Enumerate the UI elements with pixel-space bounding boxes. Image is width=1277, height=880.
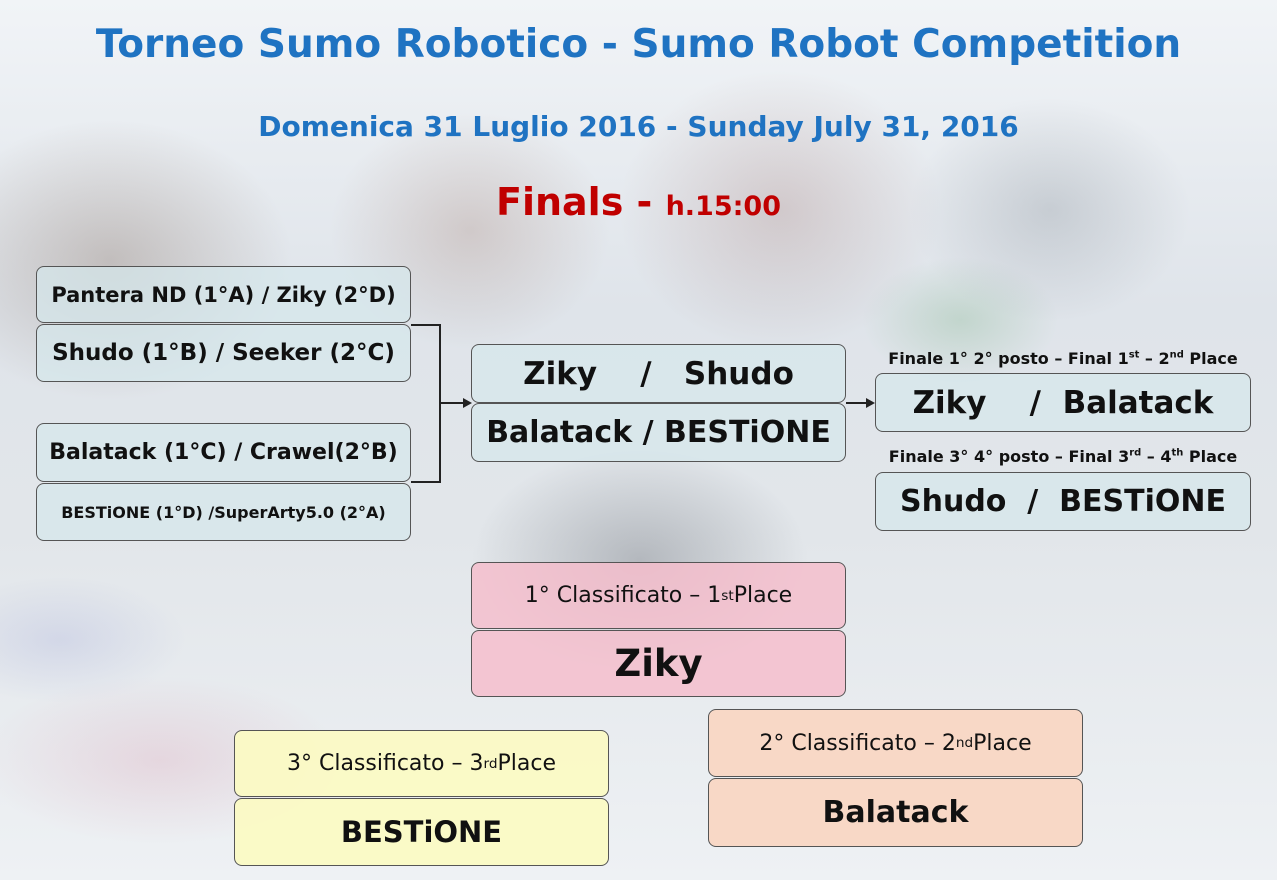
final-3-4-label: Finale 3° 4° posto – Final 3rd – 4th Pla… (888, 447, 1238, 466)
final-3-4-match: Shudo / BESTiONE (875, 472, 1251, 531)
event-date: Domenica 31 Luglio 2016 - Sunday July 31… (258, 110, 1019, 143)
group-match-3: Balatack (1°C) / Crawel(2°B) (36, 423, 411, 482)
finals-heading: Finals - h.15:00 (0, 180, 1277, 224)
final-1-2-label: Finale 1° 2° posto – Final 1st – 2nd Pla… (888, 349, 1238, 368)
group-match-2: Shudo (1°B) / Seeker (2°C) (36, 324, 411, 382)
first-place-winner: Ziky (471, 630, 846, 697)
semifinal-match-2: Balatack / BESTiONE (471, 403, 846, 462)
third-place-winner: BESTiONE (234, 798, 609, 866)
group-match-4: BESTiONE (1°D) /SuperArty5.0 (2°A) (36, 483, 411, 541)
final-1-2-match: Ziky / Balatack (875, 373, 1251, 432)
finals-time: h.15:00 (665, 191, 781, 222)
group-match-1: Pantera ND (1°A) / Ziky (2°D) (36, 266, 411, 323)
semifinal-match-1: Ziky / Shudo (471, 344, 846, 403)
second-place-winner: Balatack (708, 778, 1083, 847)
finals-label: Finals - (496, 180, 666, 224)
page-title: Torneo Sumo Robotico - Sumo Robot Compet… (95, 22, 1182, 67)
